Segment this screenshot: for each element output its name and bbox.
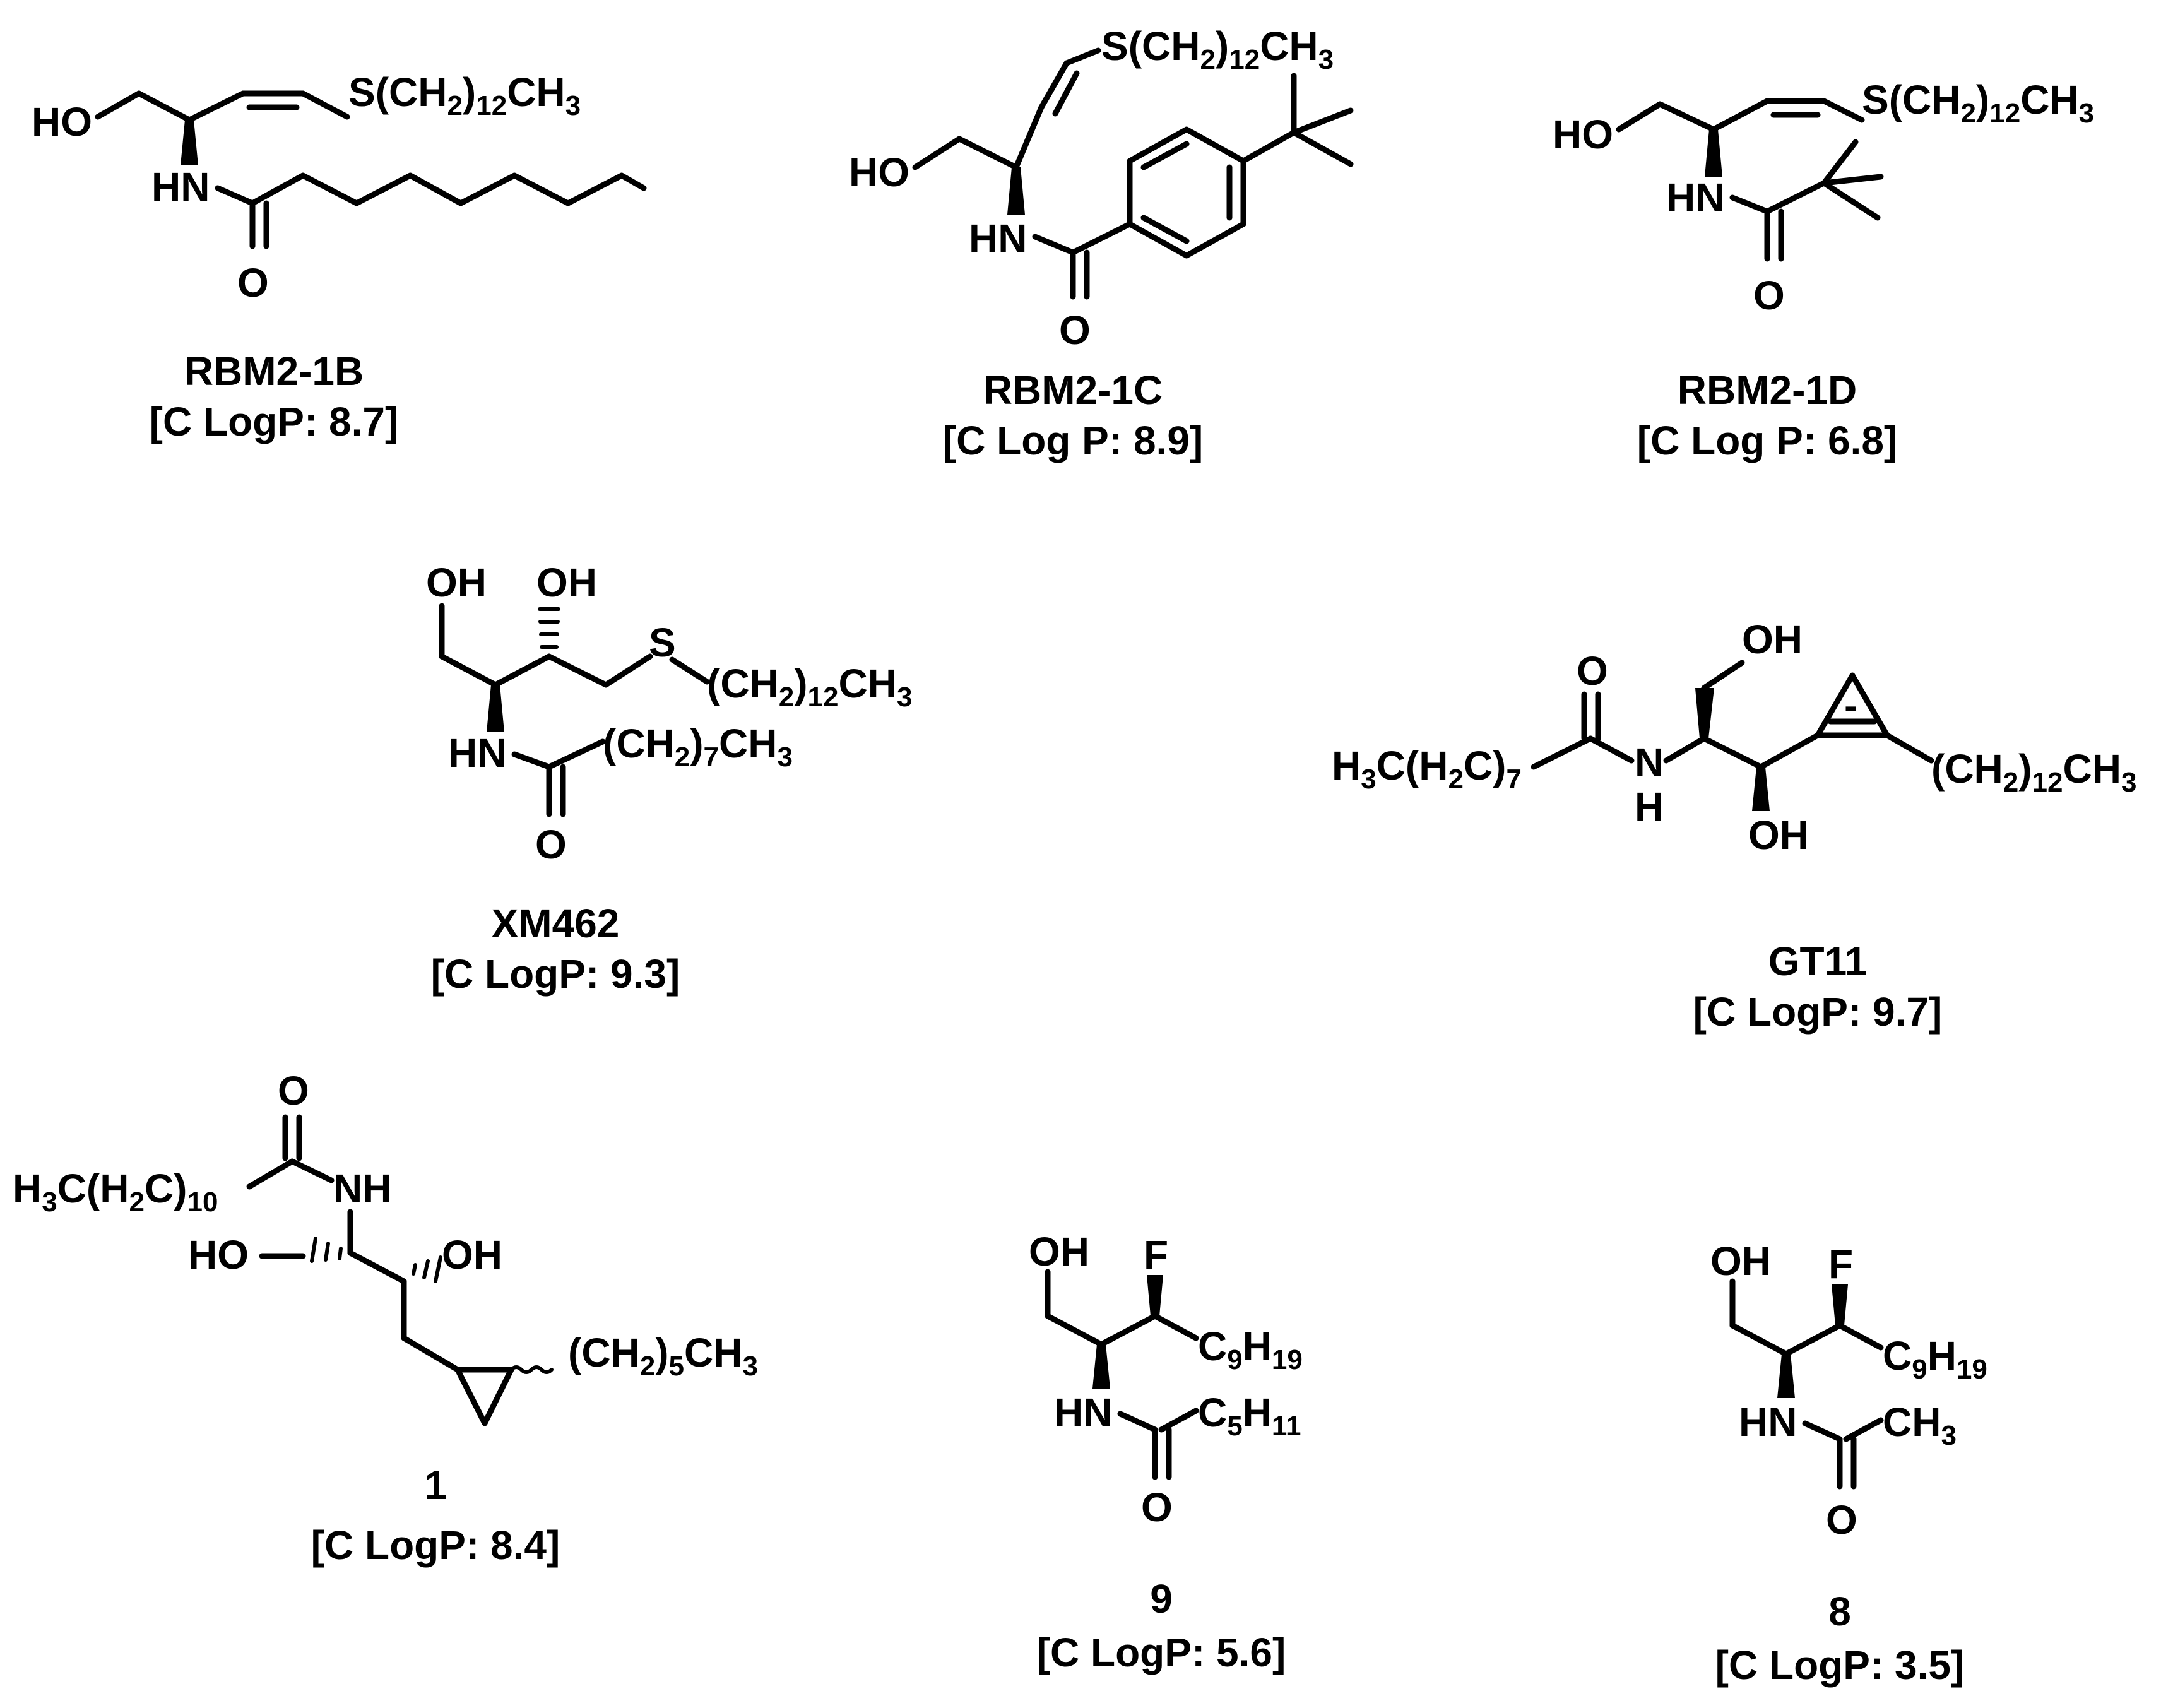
atom-label-oh: OH	[536, 560, 597, 605]
clogp-value: [C LogP: 9.7]	[1693, 989, 1943, 1035]
clogp-value: [C LogP: 3.5]	[1715, 1642, 1965, 1688]
structure-compound-1: O H3C(H2C)10 NH HO OH (CH2)5CH3	[13, 1068, 758, 1426]
atom-label-f: F	[1144, 1232, 1168, 1278]
atom-label-o: O	[237, 260, 269, 305]
structure-compound-9: OH F C9H19 HN O C5H11	[1029, 1229, 1303, 1530]
compound-name: 1	[424, 1462, 447, 1508]
hashed-bond	[538, 607, 560, 649]
clogp-value: [C Log P: 6.8]	[1637, 418, 1897, 463]
atom-label-chain: C9H19	[1198, 1324, 1303, 1375]
compound-name: GT11	[1768, 939, 1868, 984]
atom-label-chain: (CH2)12CH3	[1931, 746, 2136, 798]
atom-label-o: O	[1141, 1485, 1173, 1530]
atom-label-minus: -	[1844, 683, 1857, 728]
atom-label-s-chain: S(CH2)12CH3	[348, 69, 581, 121]
clogp-value: [C Log P: 8.9]	[943, 418, 1203, 463]
atom-label-oh: OH	[1710, 1238, 1771, 1284]
atom-label-o: O	[1577, 648, 1608, 694]
atom-label-o: O	[1059, 307, 1091, 353]
atom-label-ho: HO	[32, 99, 92, 145]
atom-label-o: O	[278, 1068, 309, 1113]
structure-gt11: H3C(H2C)7 O N H OH OH - (CH2)12CH3	[1332, 617, 2136, 858]
atom-label-oh: OH	[1742, 617, 1803, 662]
structure-compound-8: OH F C9H19 HN O CH3	[1710, 1238, 1987, 1543]
atom-label-chain: (CH2)5CH3	[568, 1330, 758, 1382]
atom-label-chain: C5H11	[1198, 1390, 1301, 1442]
atom-label-oh: OH	[1029, 1229, 1089, 1274]
atom-label-hn: HN	[151, 164, 210, 210]
atom-label-n: N	[1635, 740, 1664, 785]
atom-label-hn: HN	[1666, 175, 1724, 220]
compound-name: 8	[1828, 1589, 1851, 1634]
compound-name: XM462	[492, 901, 620, 946]
atom-label-ch3: CH3	[1883, 1399, 1957, 1451]
atom-label-chain: C9H19	[1883, 1333, 1987, 1385]
atom-label-ho: HO	[849, 150, 909, 195]
atom-label-hn: HN	[1739, 1399, 1797, 1445]
clogp-value: [C LogP: 5.6]	[1037, 1630, 1286, 1675]
structure-rbm2-1d: HO S(CH2)12CH3 HN O	[1553, 77, 2094, 318]
atom-label-o: O	[535, 822, 567, 867]
atom-label-s-chain: S(CH2)12CH3	[1101, 23, 1334, 75]
atom-label-nh: NH	[333, 1166, 391, 1211]
compound-name: RBM2-1D	[1678, 367, 1857, 413]
atom-label-hn: HN	[1054, 1390, 1112, 1435]
atom-label-o: O	[1826, 1497, 1857, 1543]
atom-label-o: O	[1753, 273, 1785, 318]
atom-label-s-chain: S(CH2)12CH3	[1862, 77, 2094, 129]
atom-label-hn: HN	[969, 216, 1027, 261]
atom-label-chain: H3C(H2C)7	[1332, 743, 1522, 795]
compound-name: RBM2-1B	[184, 348, 364, 394]
compound-name: 9	[1150, 1576, 1173, 1622]
clogp-value: [C LogP: 8.7]	[150, 399, 399, 444]
atom-label-ho: HO	[1553, 112, 1613, 157]
atom-label-chain: (CH2)12CH3	[707, 661, 912, 713]
atom-label-ho: HO	[188, 1232, 249, 1278]
atom-label-oh: OH	[1748, 812, 1809, 858]
structure-rbm2-1c: HO S(CH2)12CH3 HN O	[849, 23, 1354, 353]
atom-label-oh: OH	[442, 1232, 502, 1278]
compound-name: RBM2-1C	[983, 367, 1163, 413]
structure-xm462: OH OH S (CH2)12CH3 HN O (CH2)7CH3	[426, 560, 912, 867]
atom-label-chain: H3C(H2C)10	[13, 1166, 218, 1218]
atom-label-oh: OH	[426, 560, 487, 605]
atom-label-f: F	[1828, 1242, 1853, 1287]
atom-label-hn: HN	[448, 730, 506, 776]
clogp-value: [C LogP: 8.4]	[311, 1522, 560, 1568]
atom-label-chain: (CH2)7CH3	[603, 721, 793, 773]
atom-label-h: H	[1635, 784, 1664, 829]
clogp-value: [C LogP: 9.3]	[431, 951, 680, 997]
hashed-bond	[310, 1237, 343, 1263]
hashed-bond	[412, 1255, 442, 1283]
structure-rbm2-1b: HO S(CH2)12CH3 HN O	[32, 69, 647, 305]
